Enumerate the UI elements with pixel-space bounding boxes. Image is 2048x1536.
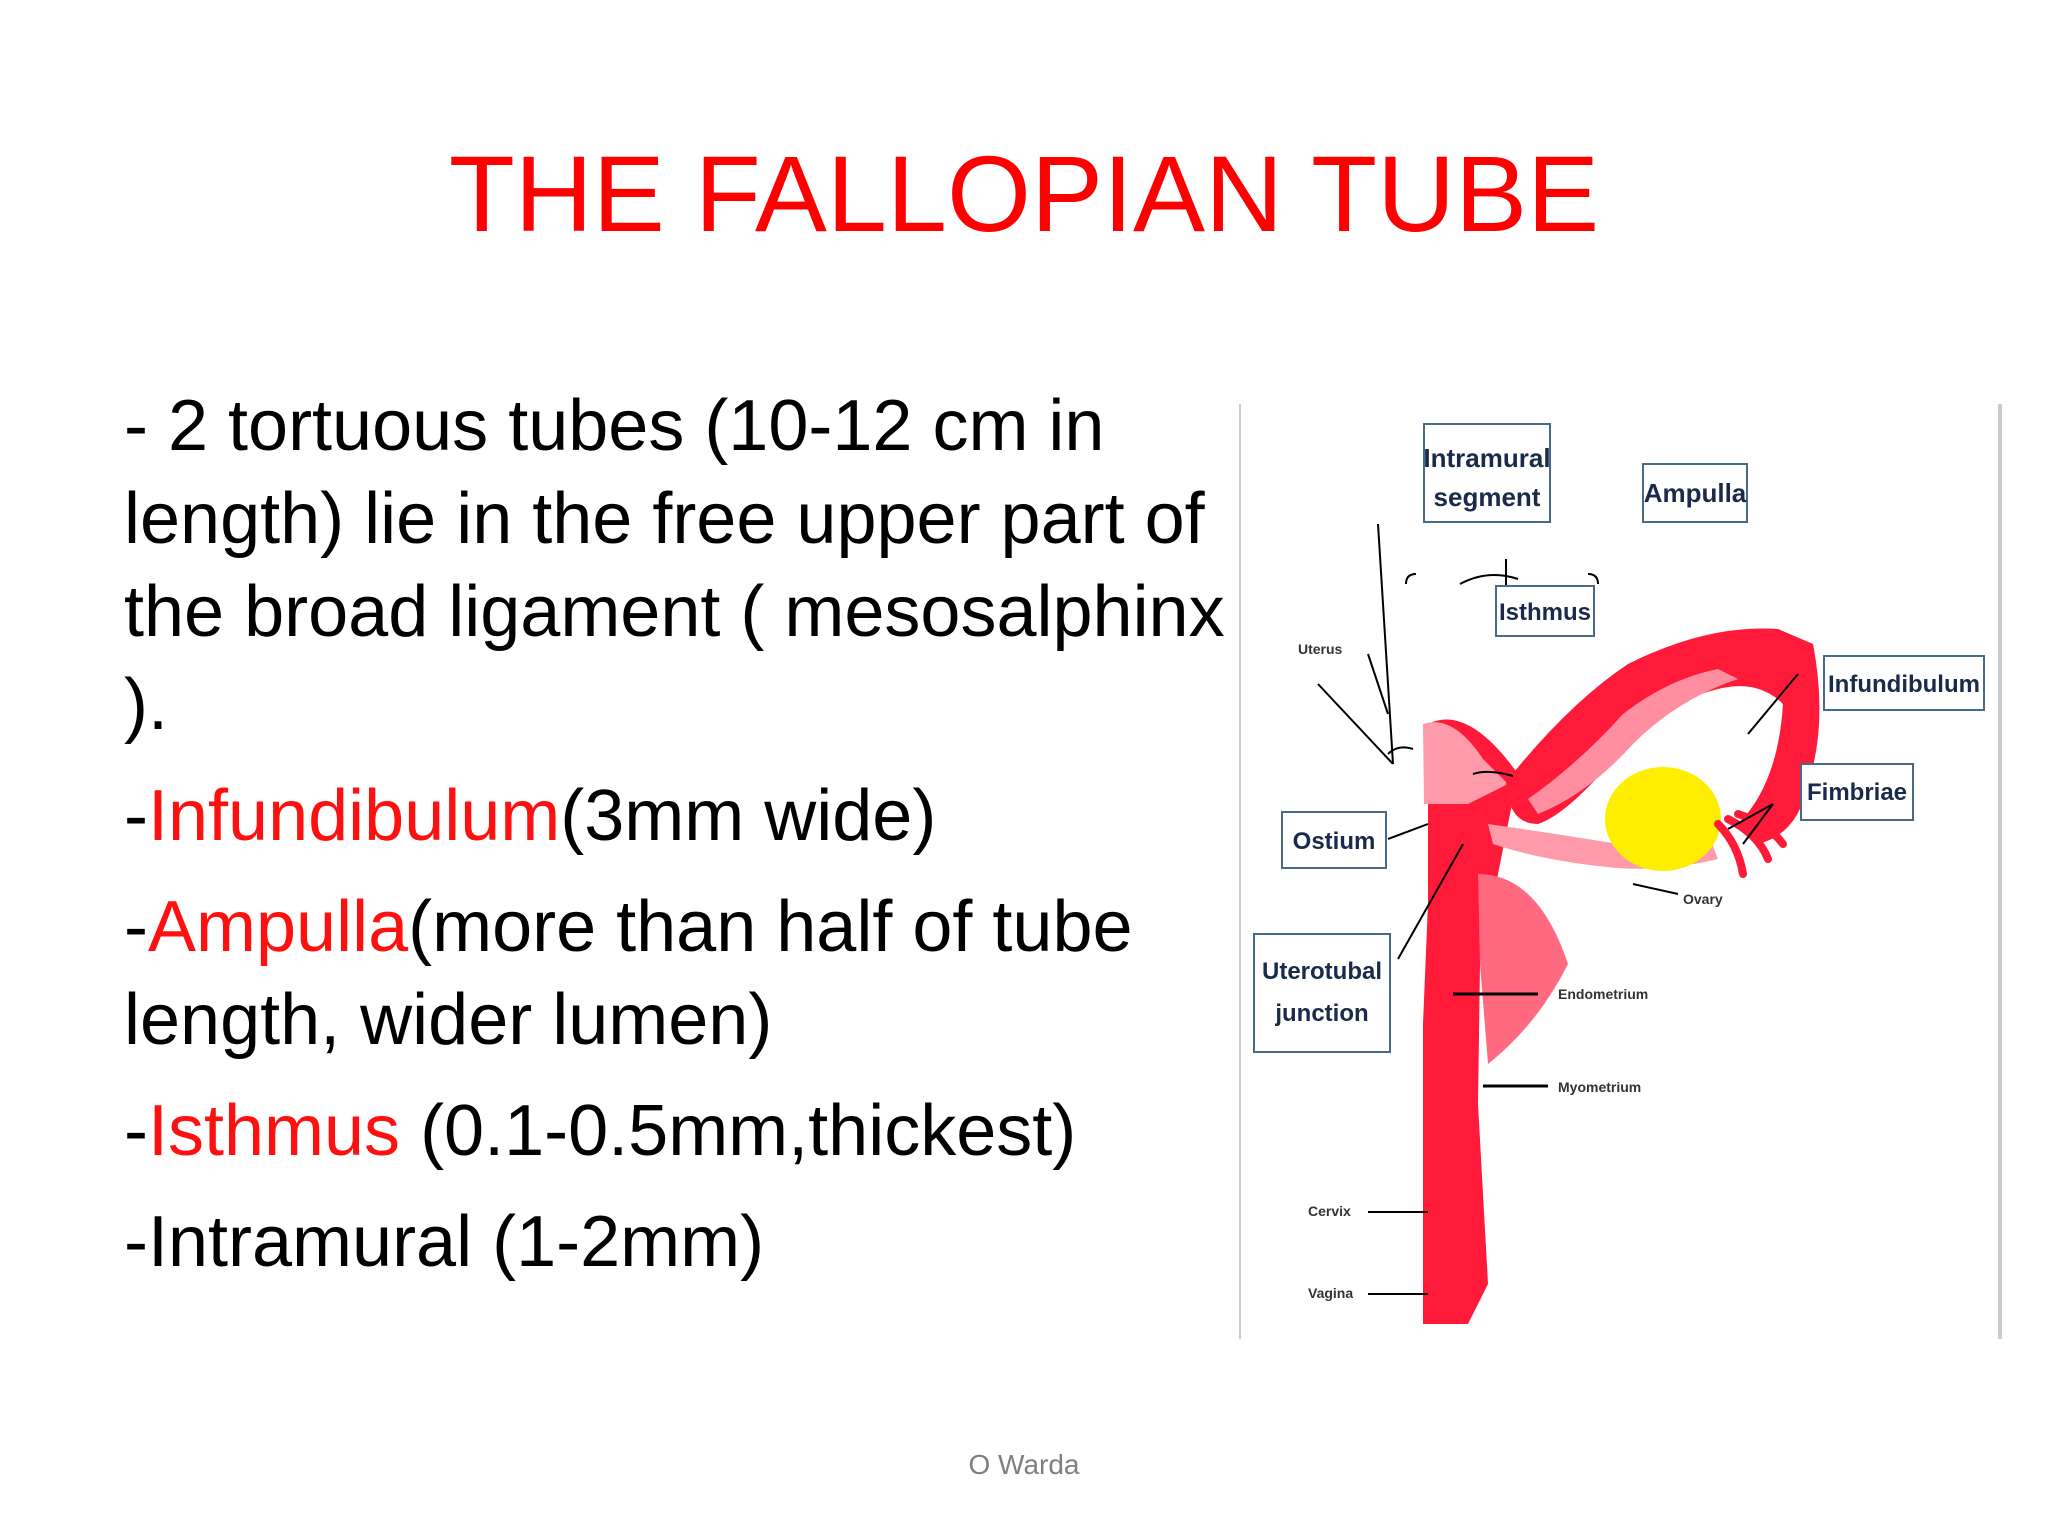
slide-title: THE FALLOPIAN TUBE — [448, 133, 1600, 254]
svg-text:Infundibulum: Infundibulum — [1828, 671, 1980, 698]
bullet-dash: - — [124, 776, 148, 856]
slide-footer: O Warda — [968, 1449, 1080, 1480]
label-vagina: Vagina — [1308, 1285, 1353, 1301]
bullet-dash: - — [124, 887, 148, 967]
intramural-mark — [1387, 746, 1414, 755]
paragraph-overview: - 2 tortuous tubes (10-12 cm in length) … — [124, 380, 1234, 752]
label-cervix: Cervix — [1308, 1203, 1351, 1219]
ampulla-bracket — [1459, 574, 1519, 585]
leader-ostium — [1387, 823, 1429, 840]
paragraph-infundibulum: -Infundibulum(3mm wide) — [124, 770, 1234, 863]
label-isthmus: Isthmus — [1495, 585, 1595, 637]
tube-inner-light — [1528, 669, 1738, 814]
svg-text:Uterotubal: Uterotubal — [1262, 958, 1382, 985]
svg-text:Ostium: Ostium — [1293, 828, 1376, 855]
uterus-fundus-light — [1423, 722, 1508, 804]
overview-text: - 2 tortuous tubes (10-12 cm in length) … — [124, 386, 1225, 745]
isthmus-detail: (0.1-0.5mm,thickest) — [400, 1091, 1077, 1171]
fimbriae-shape — [1714, 810, 1787, 878]
paragraph-intramural: -Intramural (1-2mm) — [124, 1196, 1234, 1289]
leader-infundibulum — [1747, 673, 1799, 735]
body-text: - 2 tortuous tubes (10-12 cm in length) … — [124, 380, 1234, 1289]
bullet-dash: - — [124, 1091, 148, 1171]
label-ostium: Ostium — [1281, 811, 1387, 869]
label-ovary: Ovary — [1683, 891, 1723, 907]
leader-ovary — [1632, 883, 1679, 895]
label-fimbriae: Fimbriae — [1800, 763, 1914, 821]
leader-isthmus — [1367, 653, 1389, 715]
leader-lines — [1317, 523, 1799, 1295]
ampulla-bracket-ends — [1405, 573, 1599, 585]
leader-uterotubal — [1397, 843, 1464, 960]
term-isthmus: Isthmus — [147, 1091, 401, 1171]
svg-text:Intramural: Intramural — [1423, 443, 1550, 473]
fallopian-tube-diagram: Intramural segment Ampulla Isthmus Infun… — [1238, 404, 2004, 1339]
tube-shape — [1506, 628, 1820, 844]
leader-fimbriae — [1727, 803, 1774, 845]
svg-text:Ampulla: Ampulla — [1644, 478, 1747, 508]
infundibulum-detail: (3mm wide) — [560, 776, 937, 856]
label-uterotubal: Uterotubal junction — [1253, 933, 1391, 1053]
intramural-text: -Intramural (1-2mm) — [124, 1202, 765, 1282]
label-uterus: Uterus — [1298, 641, 1343, 657]
label-intramural: Intramural segment — [1423, 423, 1551, 523]
svg-text:Fimbriae: Fimbriae — [1807, 779, 1907, 806]
ampulla-detail: (more than half of tube length, wider lu… — [124, 887, 1133, 1060]
leader-uterus — [1317, 683, 1394, 765]
isthmus-bracket — [1472, 770, 1514, 777]
svg-text:segment: segment — [1434, 482, 1541, 512]
uterus-shape — [1423, 719, 1518, 1324]
ovary-shape — [1605, 767, 1721, 871]
label-myometrium: Myometrium — [1558, 1079, 1641, 1095]
paragraph-ampulla: -Ampulla(more than half of tube length, … — [124, 881, 1234, 1067]
svg-text:Isthmus: Isthmus — [1499, 599, 1591, 626]
label-ampulla: Ampulla — [1642, 463, 1748, 523]
uterine-wall-light — [1478, 874, 1568, 1064]
diagram-svg: Intramural segment Ampulla Isthmus Infun… — [1239, 404, 2002, 1339]
svg-text:junction: junction — [1274, 1000, 1368, 1027]
label-infundibulum: Infundibulum — [1823, 655, 1985, 711]
paragraph-isthmus: -Isthmus (0.1-0.5mm,thickest) — [124, 1085, 1234, 1178]
term-infundibulum: Infundibulum — [147, 776, 561, 856]
leader-intramural — [1377, 523, 1394, 765]
label-endometrium: Endometrium — [1558, 986, 1648, 1002]
term-ampulla: Ampulla — [147, 887, 409, 967]
